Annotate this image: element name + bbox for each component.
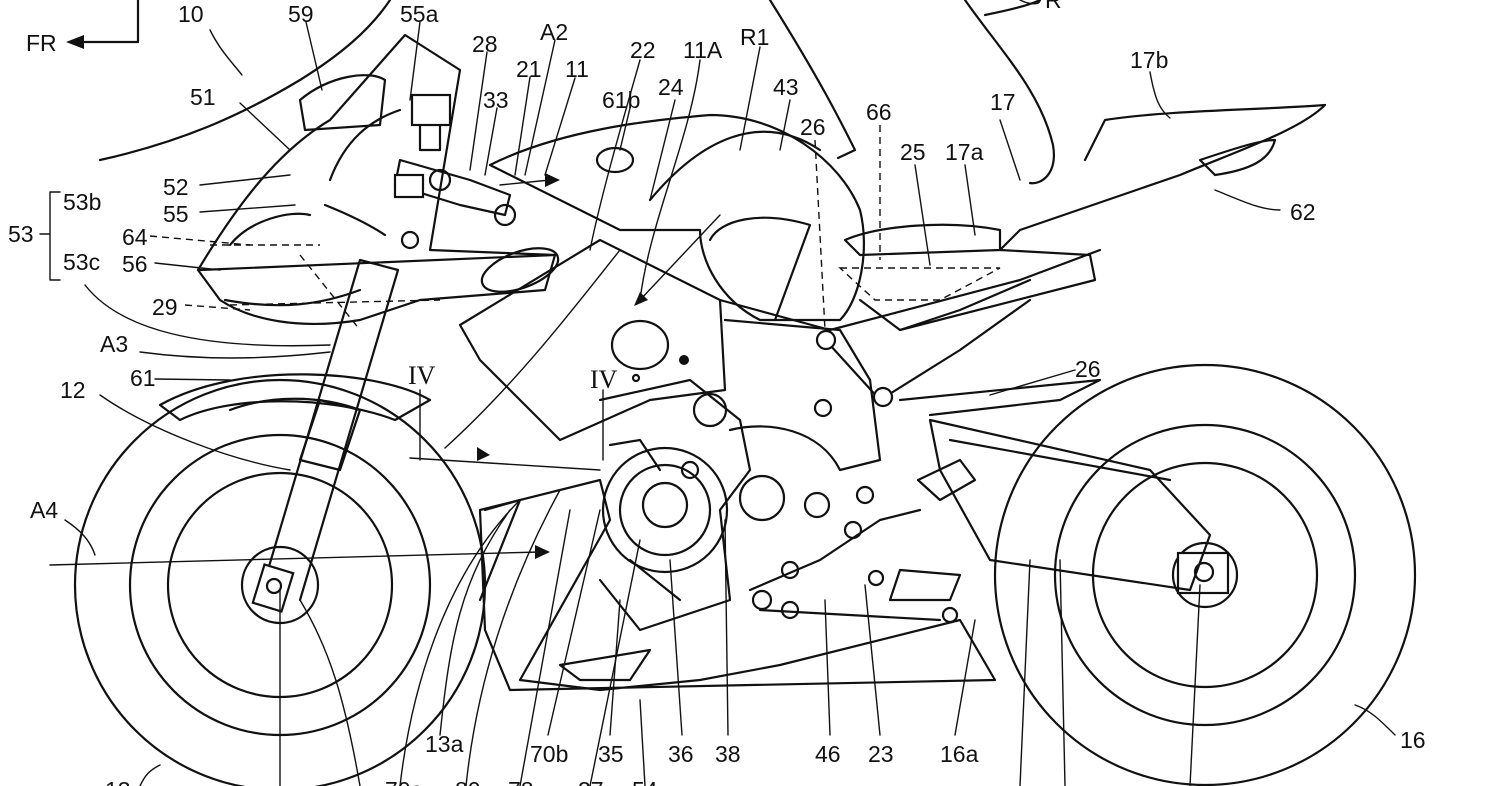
label-66: 66 (866, 99, 892, 125)
label-13a: 13a (425, 731, 464, 757)
label-35: 35 (598, 741, 624, 767)
label-37: 37 (578, 777, 604, 786)
label-25: 25 (900, 139, 926, 165)
front-direction-label: FR (26, 30, 57, 56)
label-70b: 70b (530, 741, 568, 767)
label-R: R (1045, 0, 1062, 13)
label-R1: R1 (740, 24, 769, 50)
label-61b: 61b (602, 87, 640, 113)
label-78: 78 (508, 777, 534, 786)
label-56: 56 (122, 251, 148, 277)
reference-labels: 10 59 55a 28 A2 22 11A R1 R 21 11 33 61b… (8, 0, 1426, 786)
label-23: 23 (868, 741, 894, 767)
label-52: 52 (163, 174, 189, 200)
label-13: 13 (105, 777, 131, 786)
leader-lines (39, 0, 1396, 786)
handlebar-cluster (393, 93, 517, 250)
label-16a: 16a (940, 741, 979, 767)
label-29: 29 (152, 294, 178, 320)
label-28: 28 (472, 31, 498, 57)
label-A3: A3 (100, 331, 128, 357)
label-17: 17 (990, 89, 1016, 115)
frame (718, 248, 1102, 418)
label-26-top: 26 (800, 114, 826, 140)
label-43: 43 (773, 74, 799, 100)
airflow-arrows (49, 173, 721, 566)
front-fork (251, 258, 400, 613)
label-62: 62 (1290, 199, 1316, 225)
label-IV-right: IV (590, 365, 618, 394)
label-A2: A2 (540, 19, 568, 45)
label-64: 64 (122, 224, 148, 250)
label-55: 55 (163, 201, 189, 227)
label-54: 54 (632, 777, 658, 786)
label-11A: 11A (683, 37, 723, 63)
label-46: 46 (815, 741, 841, 767)
label-10: 10 (178, 1, 204, 27)
label-A4: A4 (30, 497, 58, 523)
label-80: 80 (455, 777, 481, 786)
label-21: 21 (516, 56, 542, 82)
front-fairing (196, 33, 560, 331)
label-26-right: 26 (1075, 356, 1101, 382)
label-IV-left: IV (408, 361, 436, 390)
label-53b: 53b (63, 189, 101, 215)
label-22: 22 (630, 37, 656, 63)
label-59: 59 (288, 1, 314, 27)
label-17b: 17b (1130, 47, 1168, 73)
label-17a: 17a (945, 139, 984, 165)
front-fender (158, 373, 432, 422)
side-fairing (458, 238, 882, 472)
label-55a: 55a (400, 1, 439, 27)
label-70c: 70c (385, 777, 422, 786)
label-51: 51 (190, 84, 216, 110)
label-38: 38 (715, 741, 741, 767)
front-direction-arrow: FR (26, 0, 140, 56)
label-33: 33 (483, 87, 509, 113)
label-24: 24 (658, 74, 684, 100)
label-11: 11 (565, 56, 589, 82)
label-53c: 53c (63, 249, 100, 275)
rear-wheel (993, 363, 1417, 786)
swing-arm (748, 418, 1212, 624)
label-53: 53 (8, 221, 34, 247)
label-16: 16 (1400, 727, 1426, 753)
rider-outline (98, 0, 1055, 185)
label-12: 12 (60, 377, 86, 403)
fuel-tank (488, 113, 866, 322)
label-61: 61 (130, 365, 156, 391)
label-36: 36 (668, 741, 694, 767)
